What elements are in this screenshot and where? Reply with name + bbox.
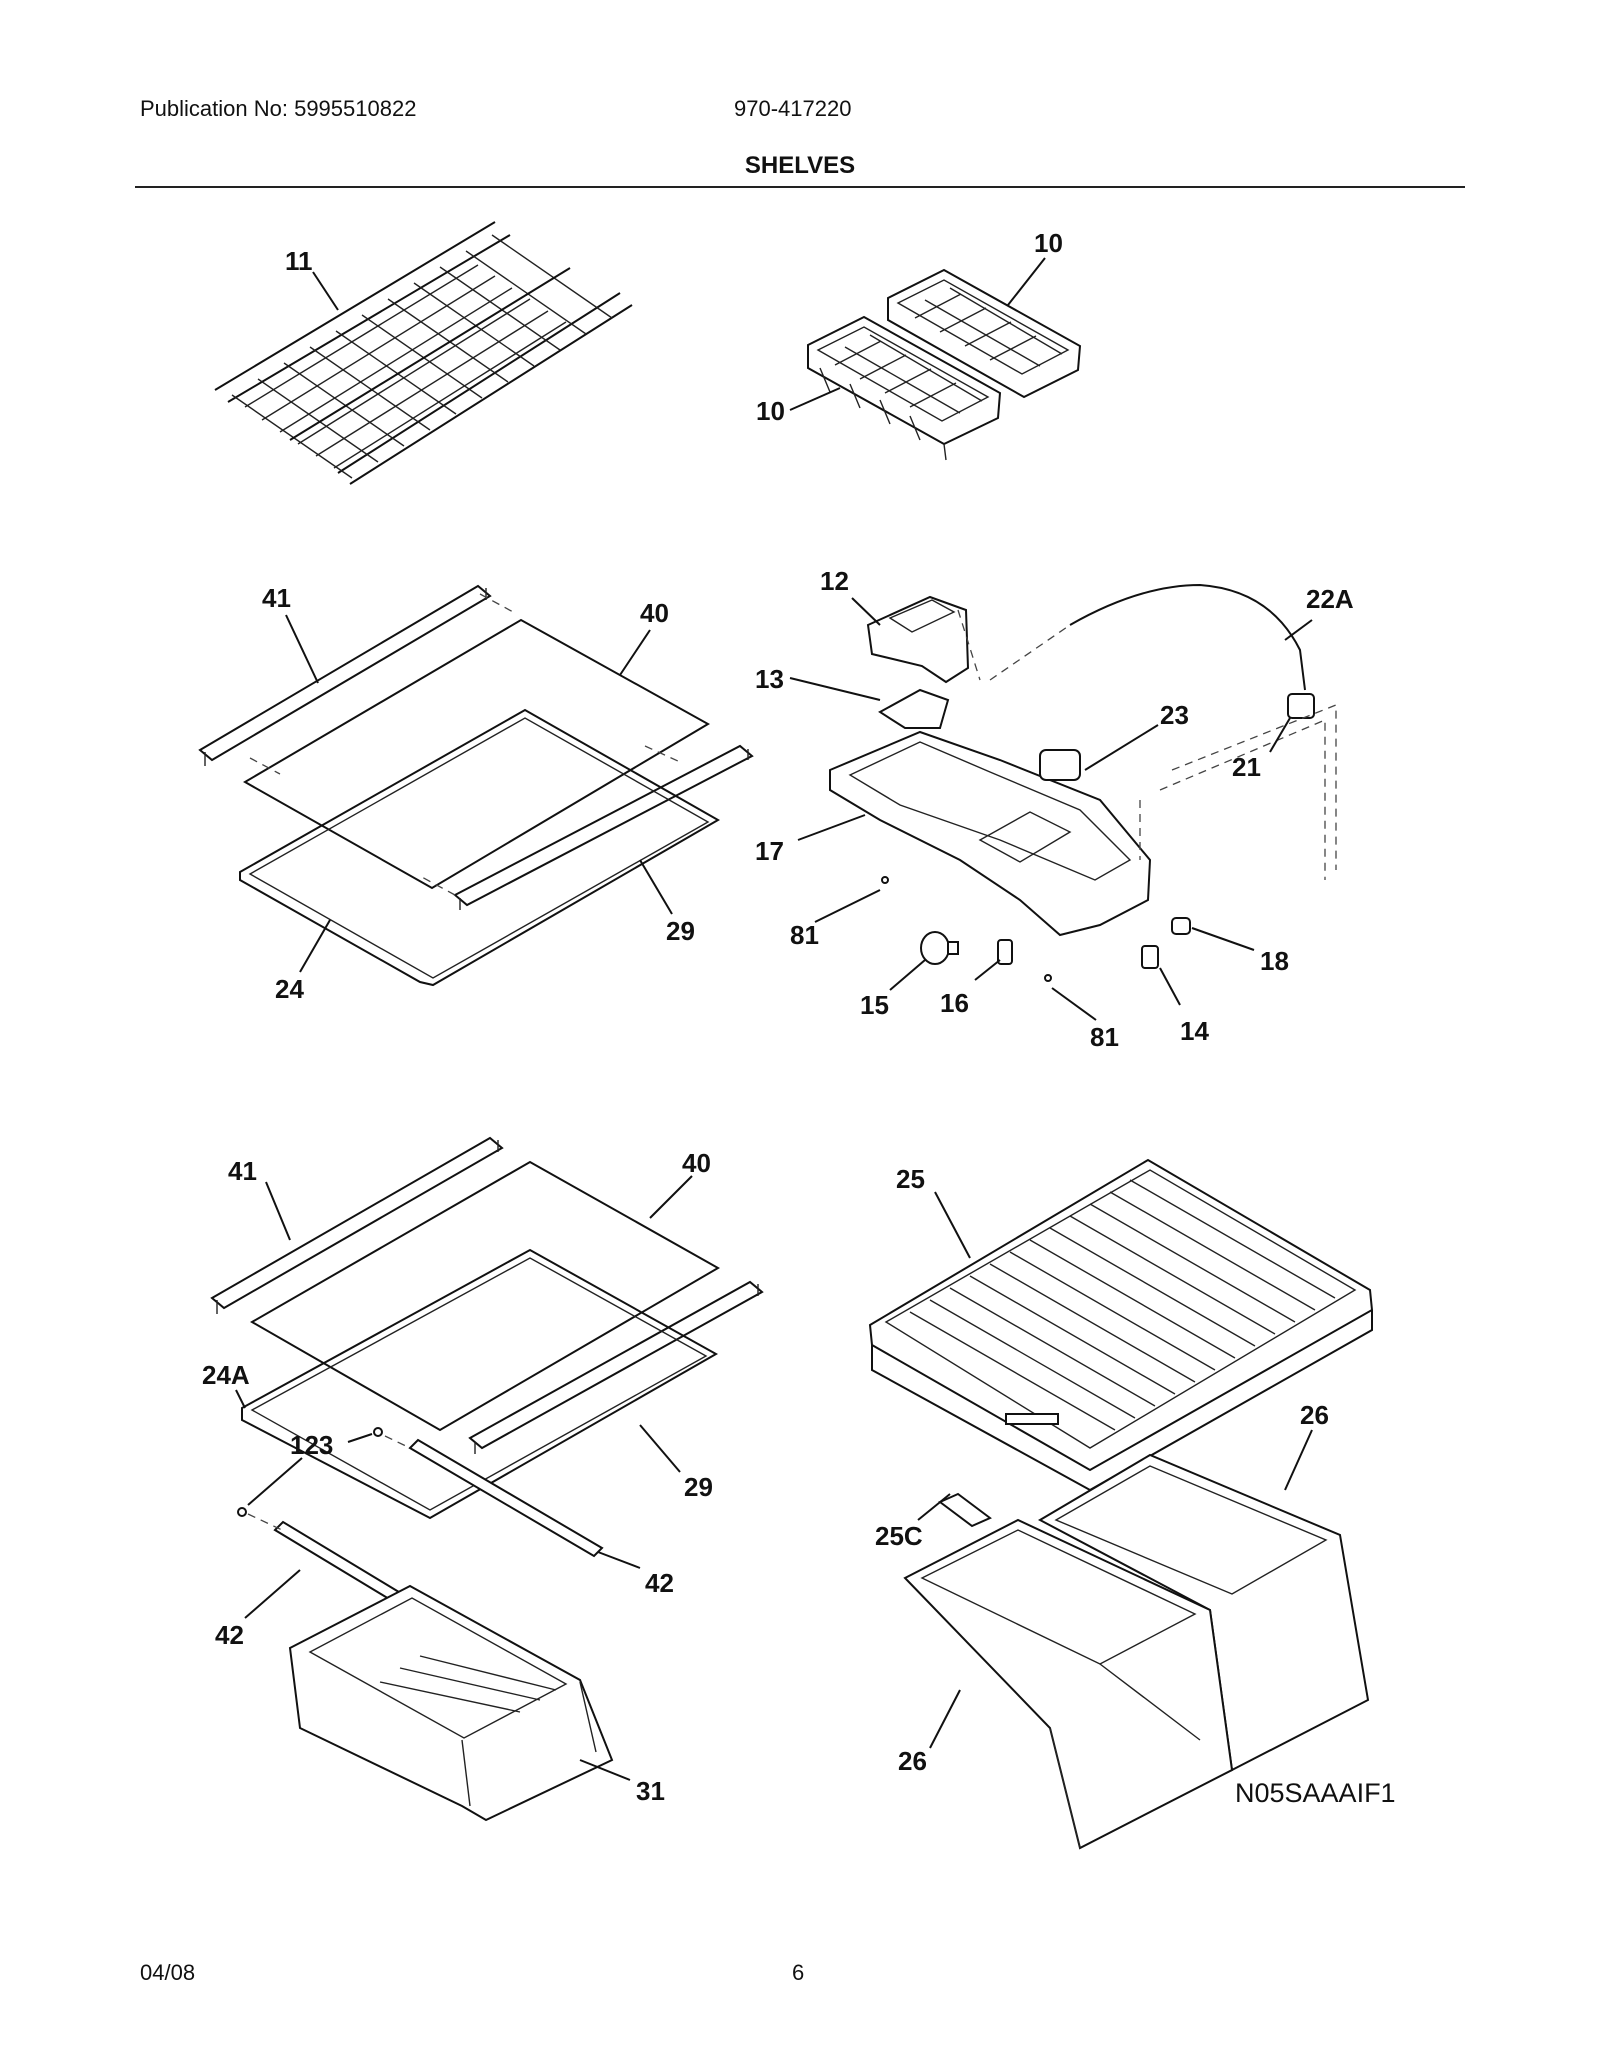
lower-glass-shelf-part [210, 1136, 764, 1822]
callout-10-top: 10 [1034, 228, 1063, 258]
callout-15: 15 [860, 990, 889, 1020]
callout-81-left: 81 [790, 920, 819, 950]
callout-31: 31 [636, 1776, 665, 1806]
leader-lines [235, 257, 1313, 1781]
callout-40-lower: 40 [682, 1148, 711, 1178]
callout-42-right: 42 [645, 1568, 674, 1598]
callout-11: 11 [285, 246, 313, 276]
ice-trays-part [807, 268, 1082, 461]
callout-26-left: 26 [898, 1746, 927, 1776]
callout-25c: 25C [875, 1521, 923, 1551]
callout-18: 18 [1260, 946, 1289, 976]
callout-23: 23 [1160, 700, 1189, 730]
callout-22a: 22A [1306, 584, 1354, 614]
upper-glass-shelf-part [198, 584, 754, 987]
callout-26-right: 26 [1300, 1400, 1329, 1430]
callout-21: 21 [1232, 752, 1261, 782]
callout-81-right: 81 [1090, 1022, 1119, 1052]
callout-17: 17 [755, 836, 784, 866]
callout-10-bottom: 10 [756, 396, 785, 426]
part-number: 970-417220 [734, 96, 852, 121]
callout-40-upper: 40 [640, 598, 669, 628]
drawing-code: N05SAAAIF1 [1235, 1778, 1396, 1808]
footer-date: 04/08 [140, 1960, 196, 1985]
wire-shelf-part [214, 221, 633, 485]
callout-labels: 11 10 10 41 40 29 24 12 13 17 81 15 16 8… [202, 228, 1354, 1806]
callout-24a: 24A [202, 1360, 250, 1390]
callout-123: 123 [290, 1430, 333, 1460]
callout-29-upper: 29 [666, 916, 695, 946]
callout-29-lower: 29 [684, 1472, 713, 1502]
callout-16: 16 [940, 988, 969, 1018]
callout-25: 25 [896, 1164, 925, 1194]
callout-42-left: 42 [215, 1620, 244, 1650]
page-title: SHELVES [744, 152, 856, 179]
callout-12: 12 [820, 566, 849, 596]
header-rule [135, 186, 1465, 188]
page-number: 6 [792, 1960, 805, 1985]
callout-13: 13 [755, 664, 784, 694]
callout-41-lower: 41 [228, 1156, 257, 1186]
callout-24: 24 [275, 974, 304, 1004]
callout-14: 14 [1180, 1016, 1209, 1046]
callout-41-upper: 41 [262, 583, 291, 613]
light-housing-part [829, 583, 1337, 982]
crisper-drawers-part [903, 1453, 1370, 1850]
publication-number: Publication No: 5995510822 [140, 96, 417, 121]
